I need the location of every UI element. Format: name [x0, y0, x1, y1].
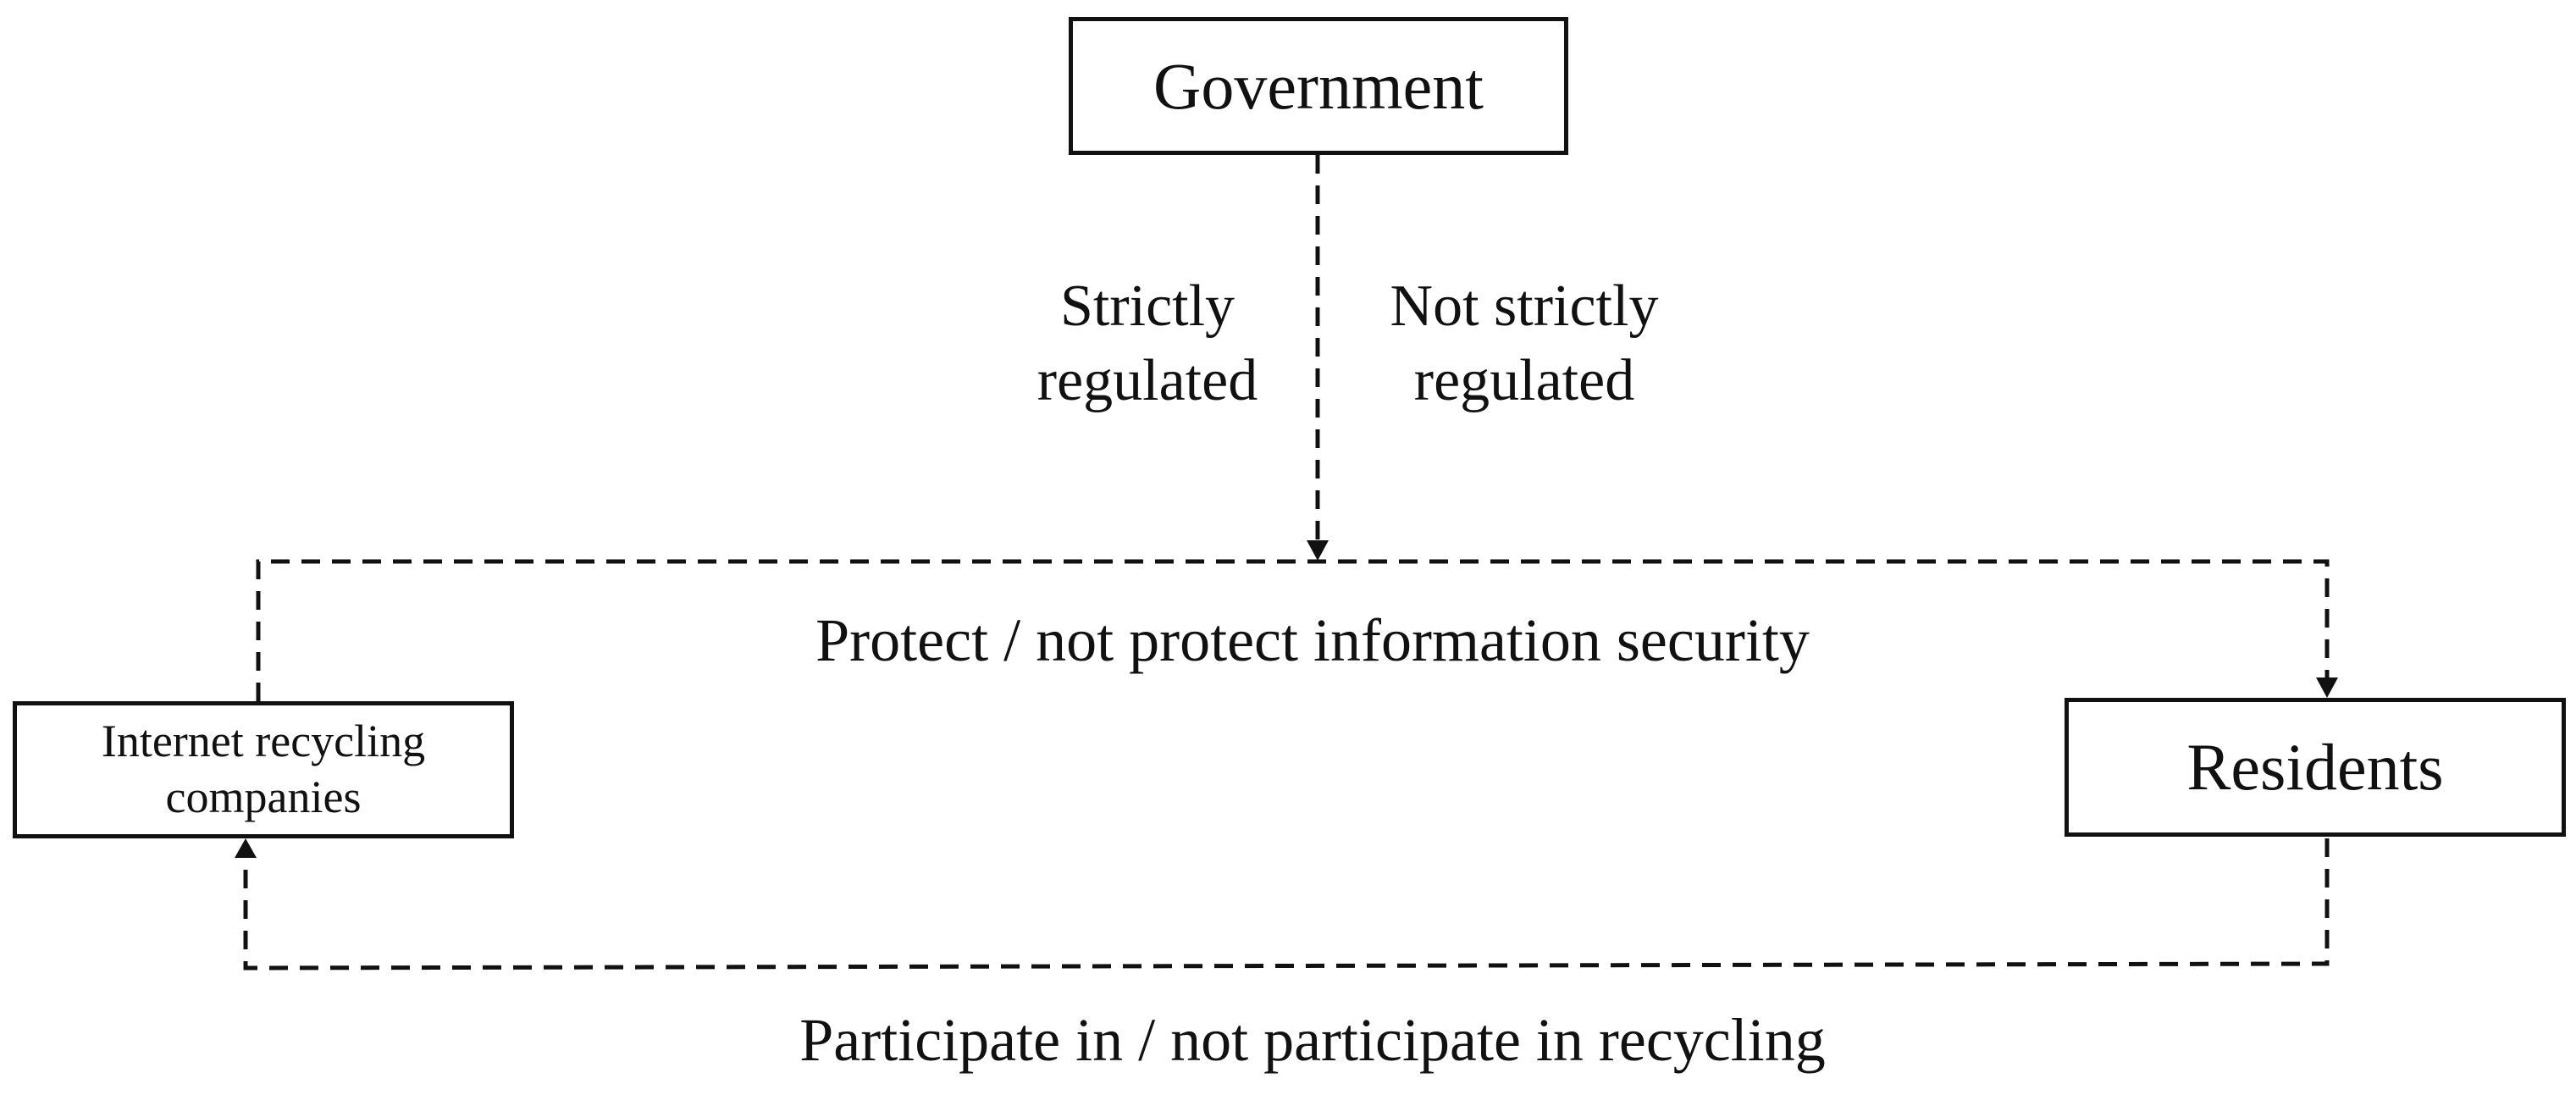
companies-label-line1: Internet recycling — [101, 716, 426, 767]
strictly-regulated-line1: Strictly — [1059, 274, 1235, 339]
government-label: Government — [1153, 48, 1484, 123]
strictly-regulated-label: Strictly regulated — [982, 269, 1313, 418]
information-security-label: Protect / not protect information securi… — [815, 606, 1810, 674]
companies-label-line2: companies — [165, 771, 362, 822]
recycling-participation-label: Participate in / not participate in recy… — [799, 1006, 1826, 1074]
residents-box: Residents — [2065, 698, 2566, 837]
security-connector — [256, 559, 2330, 701]
not-strictly-regulated-line1: Not strictly — [1390, 274, 1659, 339]
not-strictly-regulated-line2: regulated — [1413, 348, 1635, 413]
internet-recycling-companies-box: Internet recycling companies — [13, 701, 514, 838]
recycling-connector — [243, 838, 2330, 971]
regulation-arrowhead — [1307, 540, 1329, 561]
residents-label: Residents — [2186, 730, 2444, 804]
companies-arrowhead — [235, 838, 257, 858]
strictly-regulated-line2: regulated — [1036, 348, 1258, 413]
residents-arrowhead — [2316, 677, 2338, 698]
not-strictly-regulated-label: Not strictly regulated — [1346, 269, 1702, 418]
government-box: Government — [1069, 17, 1568, 155]
